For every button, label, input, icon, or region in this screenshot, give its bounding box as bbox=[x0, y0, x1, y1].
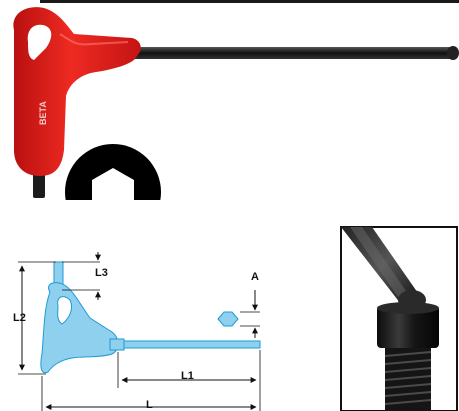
dimension-l1-label: L1 bbox=[181, 370, 194, 382]
drawing-hex-profile bbox=[217, 311, 239, 327]
dimension-l-label: L bbox=[146, 399, 153, 411]
handle-loop-hole bbox=[27, 24, 52, 60]
red-handle bbox=[13, 7, 141, 176]
drawing-shaft bbox=[123, 340, 261, 349]
dimension-l2-label: L2 bbox=[13, 312, 26, 324]
dimension-l3-label: L3 bbox=[95, 267, 108, 279]
long-shaft bbox=[118, 47, 454, 59]
t-handle-hex-key-icon bbox=[13, 0, 459, 200]
dimension-a-label: A bbox=[251, 271, 259, 283]
